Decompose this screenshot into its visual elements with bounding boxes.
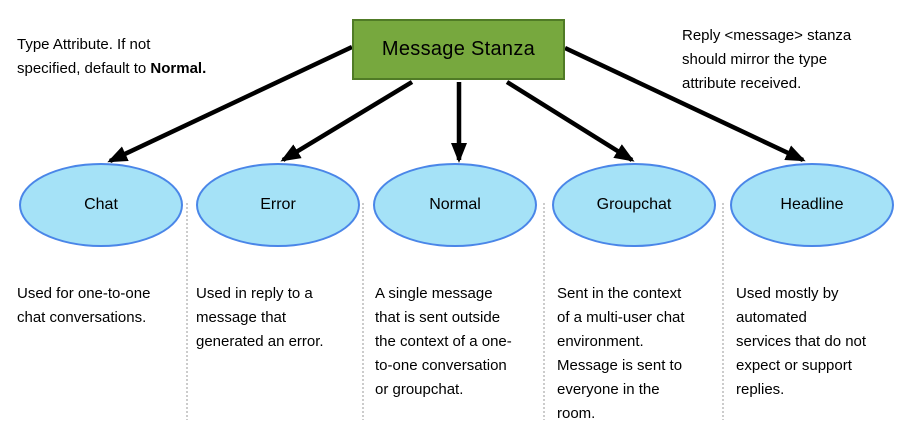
arrow-to-headline xyxy=(564,45,806,163)
note-type-attribute-line2-bold: Normal. xyxy=(150,60,207,77)
message-stanza-label: Message Stanza xyxy=(381,38,536,60)
node-groupchat: Groupchat xyxy=(552,163,716,247)
node-chat: Chat xyxy=(19,163,183,247)
description-error: Used in reply to a message that generate… xyxy=(196,285,324,350)
description-chat: Used for one-to-one chat conversations. xyxy=(17,285,151,326)
note-type-attribute-line2-prefix: specified, default to xyxy=(17,60,151,77)
note-reply-stanza: Reply <message> stanza should mirror the… xyxy=(682,27,852,92)
node-headline: Headline xyxy=(730,163,894,247)
note-type-attribute-line2: specified, default to Normal. xyxy=(17,57,247,81)
node-normal-label: Normal xyxy=(429,196,481,213)
node-chat-label: Chat xyxy=(84,196,118,213)
description-normal: A single message that is sent outside th… xyxy=(375,285,512,398)
arrow-to-groupchat xyxy=(505,80,635,162)
node-headline-label: Headline xyxy=(780,196,844,213)
arrow-to-chat xyxy=(107,44,353,164)
message-stanza-box: Message Stanza xyxy=(352,19,565,80)
node-error-label: Error xyxy=(260,196,296,213)
node-normal: Normal xyxy=(373,163,537,247)
note-type-attribute-line1: Type Attribute. If not xyxy=(17,36,151,53)
note-type-attribute: Type Attribute. If not specified, defaul… xyxy=(17,33,247,81)
node-groupchat-label: Groupchat xyxy=(596,196,672,213)
description-groupchat: Sent in the context of a multi-user chat… xyxy=(557,285,685,422)
arrow-to-error xyxy=(280,80,414,162)
node-error: Error xyxy=(196,163,360,247)
description-headline: Used mostly by automated services that d… xyxy=(736,285,867,398)
